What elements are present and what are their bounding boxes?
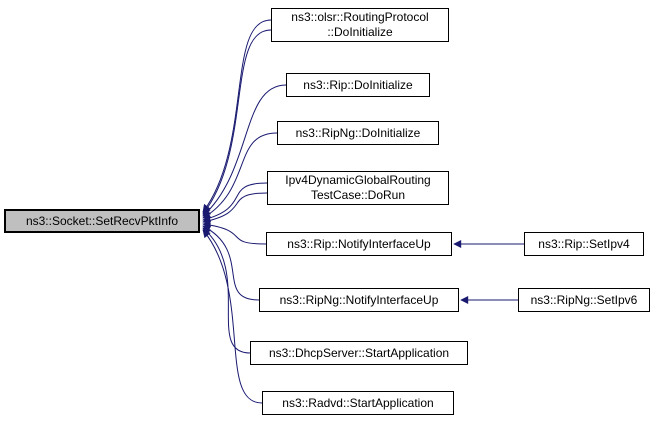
call-edge	[202, 19, 272, 213]
node-radvd-startapplication[interactable]: ns3::Radvd::StartApplication	[262, 391, 454, 415]
call-edge	[202, 132, 278, 219]
node-dhcpserver-startapplication[interactable]: ns3::DhcpServer::StartApplication	[250, 341, 468, 365]
call-edge	[202, 29, 272, 215]
call-edge	[202, 229, 263, 404]
node-ripng-doinitialize[interactable]: ns3::RipNg::DoInitialize	[277, 121, 439, 145]
call-edge	[202, 182, 268, 223]
call-edge	[202, 225, 260, 301]
call-edge	[202, 84, 287, 217]
node-rip-doinitialize[interactable]: ns3::Rip::DoInitialize	[286, 73, 430, 97]
node-socket-setrecvpktinfo: ns3::Socket::SetRecvPktInfo	[4, 209, 200, 233]
node-rip-notifyinterfaceup[interactable]: ns3::Rip::NotifyInterfaceUp	[266, 232, 452, 256]
call-edge	[202, 221, 267, 245]
node-rip-setipv4[interactable]: ns3::Rip::SetIpv4	[524, 232, 644, 256]
call-edge	[202, 227, 251, 354]
call-edge	[202, 192, 268, 225]
node-ripng-notifyinterfaceup[interactable]: ns3::RipNg::NotifyInterfaceUp	[259, 288, 459, 312]
node-ripng-setipv6[interactable]: ns3::RipNg::SetIpv6	[518, 288, 650, 312]
node-olsr-routingprotocol-doinitialize[interactable]: ns3::olsr::RoutingProtocol ::DoInitializ…	[271, 8, 449, 42]
node-ipv4dynamicglobalrouting-testcase-dorun[interactable]: Ipv4DynamicGlobalRouting TestCase::DoRun	[267, 171, 449, 205]
